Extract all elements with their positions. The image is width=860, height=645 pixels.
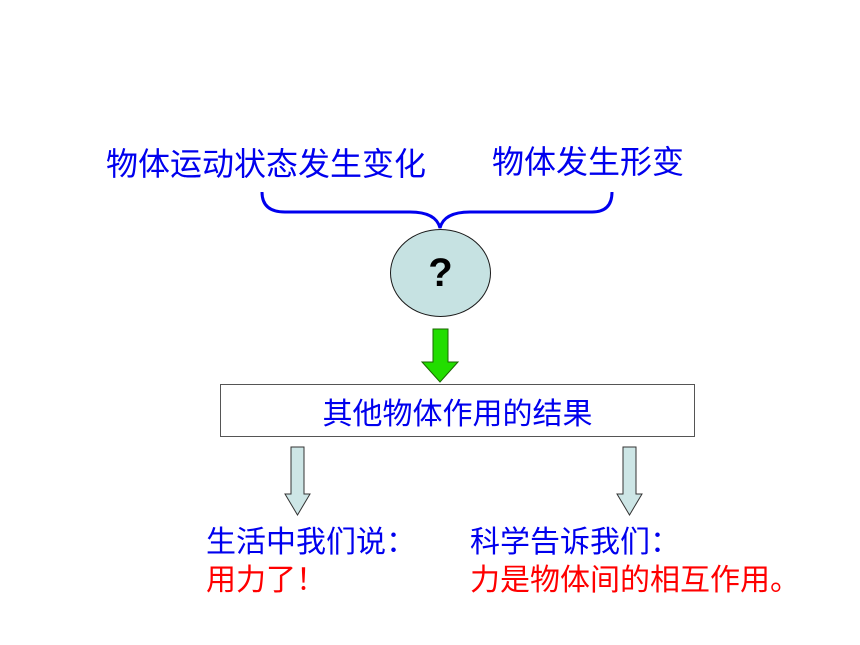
everyday-saying-label: 生活中我们说：	[206, 525, 416, 560]
result-text: 其他物体作用的结果	[322, 396, 593, 432]
question-mark: ?	[428, 250, 453, 295]
science-label: 科学告诉我们：	[470, 525, 680, 560]
curly-brace	[260, 191, 614, 229]
science-definition-text: 力是物体间的相互作用。	[470, 563, 800, 598]
left-down-arrow	[284, 446, 311, 516]
question-circle: ?	[390, 229, 491, 317]
label-deformation: 物体发生形变	[492, 143, 685, 181]
right-down-arrow	[616, 446, 643, 516]
result-box: 其他物体作用的结果	[220, 384, 695, 437]
everyday-saying-text: 用力了！	[206, 563, 326, 598]
green-down-arrow	[420, 328, 460, 383]
label-motion-state-change: 物体运动状态发生变化	[106, 145, 427, 183]
